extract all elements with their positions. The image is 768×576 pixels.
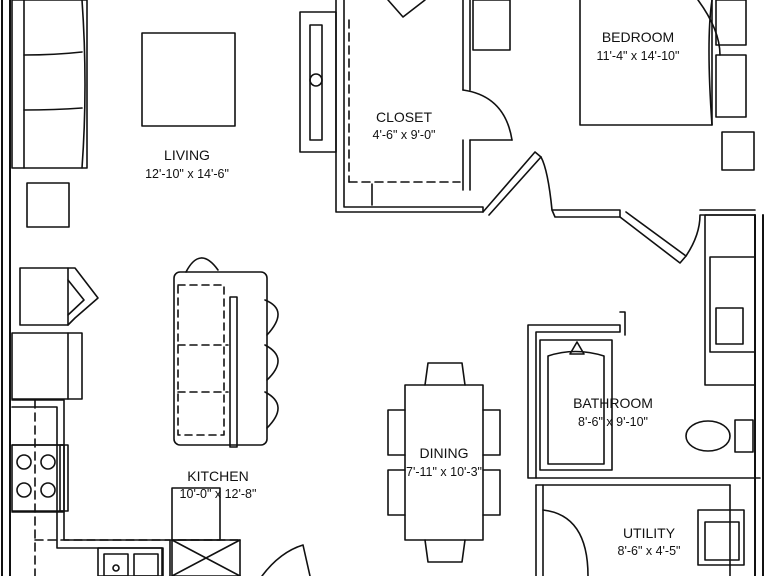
- bedroom-dims: 11'-4" x 14'-10": [597, 49, 680, 63]
- dining-table: [387, 362, 501, 563]
- bedroom-walls: [551, 209, 756, 264]
- bathroom-dims: 8'-6" x 9'-10": [578, 415, 648, 429]
- coffee-table: [141, 32, 236, 127]
- bathtub: [539, 339, 613, 471]
- dining-dims: 7'-11" x 10'-3": [406, 465, 482, 479]
- kitchen-label: KITCHEN: [187, 468, 248, 484]
- living-dims: 12'-10" x 14'-6": [145, 167, 229, 181]
- tv-unit: [299, 11, 337, 153]
- nightstand: [721, 131, 755, 171]
- closet-shelf: [387, 0, 511, 51]
- bed: [579, 0, 747, 126]
- living-label: LIVING: [164, 147, 210, 163]
- fridge: [171, 539, 241, 576]
- kitchen-island: [173, 257, 279, 448]
- closet-label: CLOSET: [376, 109, 432, 125]
- bedroom-label: BEDROOM: [602, 29, 674, 45]
- closet-walls: [335, 0, 553, 216]
- kitchen-sink: [97, 547, 163, 576]
- fireplace: [19, 267, 99, 326]
- vanity: [704, 214, 756, 386]
- dining-label: DINING: [420, 445, 469, 461]
- bathroom-walls: [527, 311, 761, 486]
- storage-cabinet: [11, 332, 83, 400]
- stove: [11, 444, 69, 512]
- room-labels: LIVING 12'-10" x 14'-6" CLOSET 4'-6" x 9…: [145, 29, 680, 558]
- entry-door-swing: [261, 544, 311, 576]
- kitchen-dims: 10'-0" x 12'-8": [180, 487, 257, 501]
- closet-dims: 4'-6" x 9'-0": [373, 128, 436, 142]
- kitchen-counter: [11, 399, 241, 576]
- utility-room: [535, 484, 745, 576]
- utility-dims: 8'-6" x 4'-5": [618, 544, 681, 558]
- bathroom-label: BATHROOM: [573, 395, 653, 411]
- sofa: [11, 0, 88, 169]
- side-table: [26, 182, 70, 228]
- toilet: [685, 419, 754, 453]
- utility-label: UTILITY: [623, 525, 676, 541]
